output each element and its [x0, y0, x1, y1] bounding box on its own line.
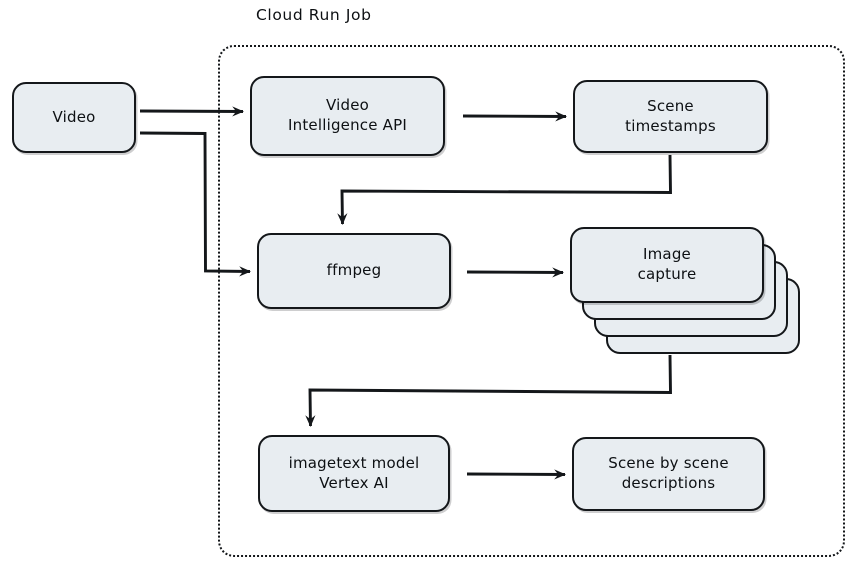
node-video[interactable]: Video: [12, 82, 136, 153]
node-scene-timestamps[interactable]: Scene timestamps: [573, 80, 768, 153]
node-image-capture-label: Image capture: [637, 245, 697, 283]
node-image-capture[interactable]: Image capture: [570, 227, 764, 303]
node-ffmpeg[interactable]: ffmpeg: [257, 233, 451, 309]
node-video-intelligence-api[interactable]: Video Intelligence API: [250, 76, 445, 156]
node-scene-descriptions-label: Scene by scene descriptions: [608, 454, 729, 492]
node-video-label: Video: [52, 107, 96, 126]
cloud-run-job-title: Cloud Run Job: [256, 6, 372, 24]
node-scene-descriptions[interactable]: Scene by scene descriptions: [572, 437, 765, 511]
node-ffmpeg-label: ffmpeg: [326, 261, 382, 280]
node-video-intelligence-api-label: Video Intelligence API: [288, 96, 407, 134]
node-imagetext-model-label: imagetext model Vertex AI: [288, 453, 420, 492]
node-imagetext-model[interactable]: imagetext model Vertex AI: [258, 435, 450, 512]
node-scene-timestamps-label: Scene timestamps: [625, 96, 716, 135]
cloud-run-job-group-frame: [218, 45, 845, 557]
